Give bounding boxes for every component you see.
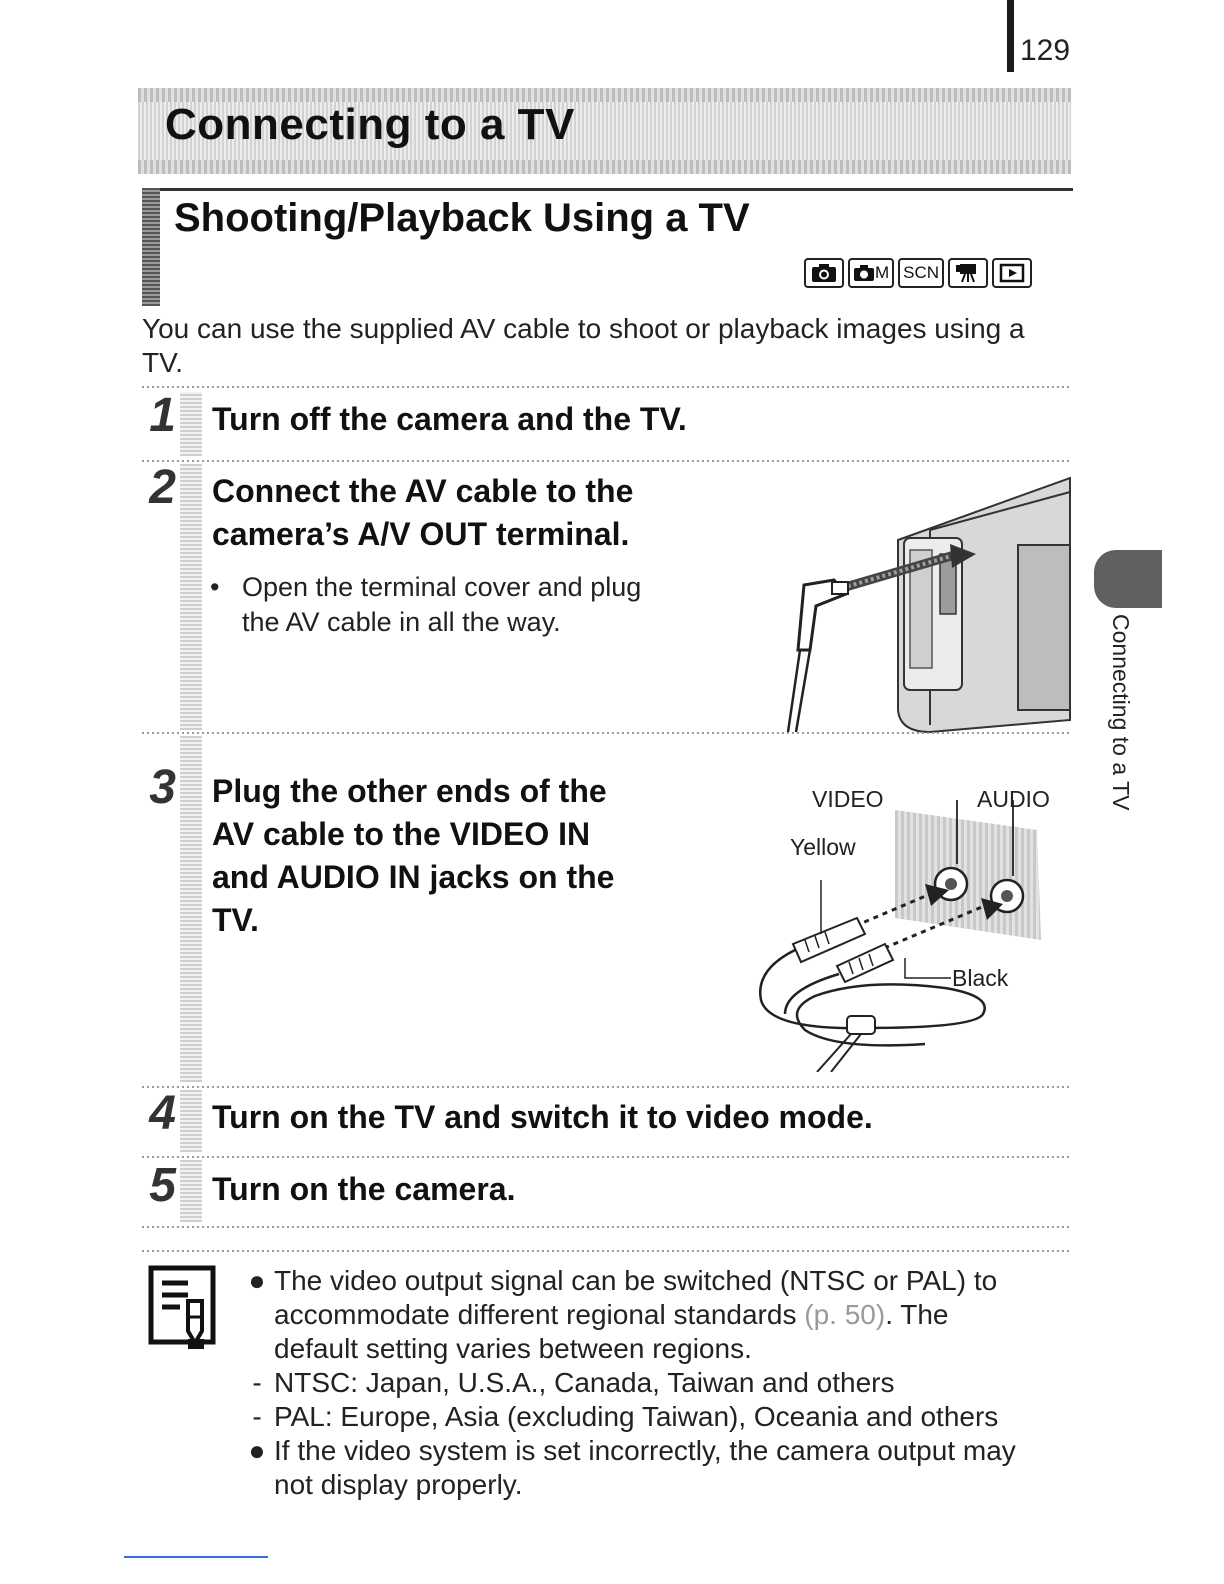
movie-mode-icon <box>948 258 989 288</box>
step-3-title-line-2: AV cable to the VIDEO IN <box>212 816 591 852</box>
auto-mode-icon <box>804 258 844 288</box>
memo-icon <box>148 1265 216 1349</box>
step-divider-4 <box>142 1156 1072 1158</box>
note-2-text: NTSC: Japan, U.S.A., Canada, Taiwan and … <box>274 1367 895 1398</box>
step-5-bar <box>180 1160 202 1222</box>
section-bar <box>142 188 160 306</box>
label-video: VIDEO <box>812 786 884 812</box>
chapter-banner <box>138 88 1071 174</box>
step-divider-2 <box>142 732 1072 734</box>
step-3-bar <box>180 736 202 1082</box>
step-4-number: 4 <box>149 1087 176 1140</box>
page-number: 129 <box>1020 34 1071 67</box>
note-4-line-2: not display properly. <box>274 1469 523 1500</box>
step-2-title-line-2: camera’s A/V OUT terminal. <box>212 516 630 552</box>
step-3-title: Plug the other ends of the AV cable to t… <box>212 770 614 942</box>
step-3-title-line-4: TV. <box>212 902 259 938</box>
step-1-bar <box>180 392 202 456</box>
chapter-side-tab <box>1094 550 1162 608</box>
scene-mode-icon: SCN <box>898 258 945 288</box>
note-bullet: ● <box>248 1435 266 1466</box>
notes-block: ● The video output signal can be switche… <box>240 1264 1080 1502</box>
note-4-line-1: If the video system is set incorrectly, … <box>274 1435 1016 1466</box>
mode-icons: M SCN <box>804 258 1033 288</box>
camera-av-out-illustration <box>786 476 1071 734</box>
label-yellow: Yellow <box>790 834 856 860</box>
chapter-title: Connecting to a TV <box>165 100 575 149</box>
mode-m-label: M <box>875 263 890 282</box>
step-5-title: Turn on the camera. <box>212 1171 516 1207</box>
note-1-line-3: default setting varies between regions. <box>274 1333 752 1364</box>
banner-pattern-bottom <box>138 160 1071 174</box>
note-1-line-1: The video output signal can be switched … <box>274 1265 998 1296</box>
step-4-bar <box>180 1090 202 1152</box>
step-1-number: 1 <box>149 389 176 442</box>
step-3-number: 3 <box>149 761 176 814</box>
step-2-bar <box>180 464 202 730</box>
camera-m-mode-icon: M <box>848 258 895 288</box>
step-3-title-line-3: and AUDIO IN jacks on the <box>212 859 615 895</box>
step-1-title: Turn off the camera and the TV. <box>212 401 687 437</box>
note-item: - PAL: Europe, Asia (excluding Taiwan), … <box>240 1400 1080 1434</box>
step-5-number: 5 <box>149 1159 176 1212</box>
note-1-line-2-end: . The <box>885 1299 949 1330</box>
footer-rule <box>124 1556 268 1558</box>
step-2-bullet-mark: • <box>210 572 220 602</box>
section-rule <box>148 188 1073 191</box>
intro-text: You can use the supplied AV cable to sho… <box>142 313 1025 378</box>
note-item: ● The video output signal can be switche… <box>240 1264 1080 1366</box>
mode-scn-label: SCN <box>903 263 940 282</box>
note-1-line-2: accommodate different regional standards <box>274 1299 797 1330</box>
step-2-title-line-1: Connect the AV cable to the <box>212 473 634 509</box>
note-item: ● If the video system is set incorrectly… <box>240 1434 1080 1502</box>
step-2-number: 2 <box>149 461 176 514</box>
note-dash: - <box>252 1401 262 1432</box>
label-black: Black <box>952 965 1009 991</box>
note-3-text: PAL: Europe, Asia (excluding Taiwan), Oc… <box>274 1401 999 1432</box>
note-item: - NTSC: Japan, U.S.A., Canada, Taiwan an… <box>240 1366 1080 1400</box>
steps-top-rule <box>142 386 1072 388</box>
banner-pattern-top <box>138 88 1071 102</box>
note-bullet: ● <box>248 1265 266 1296</box>
step-2-bullet-line-2: the AV cable in all the way. <box>242 607 561 637</box>
page-reference-link[interactable]: (p. 50) <box>804 1299 886 1330</box>
notes-top-rule <box>142 1250 1072 1252</box>
step-2-title: Connect the AV cable to the camera’s A/V… <box>212 470 633 556</box>
steps-bottom-rule <box>142 1226 1072 1228</box>
step-divider-1 <box>142 460 1072 462</box>
page-number-bar <box>1007 0 1014 72</box>
section-title: Shooting/Playback Using a TV <box>174 196 750 240</box>
step-2-bullet-line-1: Open the terminal cover and plug <box>242 572 642 602</box>
step-2-bullet-text: Open the terminal cover and plug the AV … <box>242 570 641 640</box>
chapter-side-label: Connecting to a TV <box>1108 614 1134 811</box>
step-divider-3 <box>142 1086 1072 1088</box>
tv-jacks-illustration <box>758 800 1041 1072</box>
step-4-title: Turn on the TV and switch it to video mo… <box>212 1099 873 1135</box>
step-3-title-line-1: Plug the other ends of the <box>212 773 607 809</box>
note-dash: - <box>252 1367 262 1398</box>
playback-mode-icon <box>992 258 1033 288</box>
label-audio: AUDIO <box>977 786 1050 812</box>
